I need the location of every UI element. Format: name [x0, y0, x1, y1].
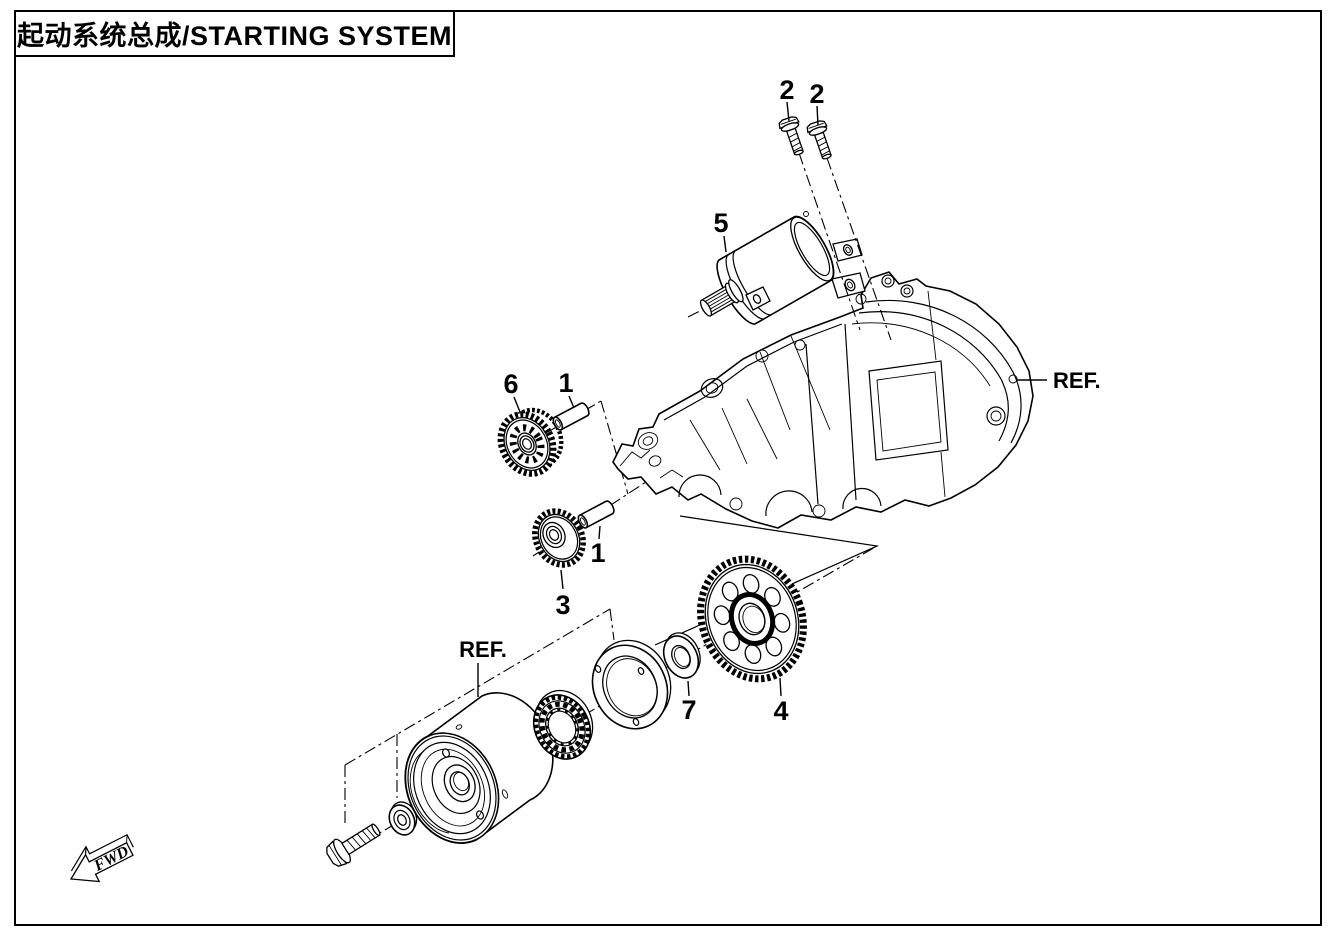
callout-1-lower: 1 — [590, 538, 605, 568]
callout-labels: 2 2 5 6 1 3 1 7 4 REF. REF. — [459, 75, 1101, 726]
flywheel-rotor-drawing — [404, 692, 554, 844]
drive-gear-drawing — [532, 508, 586, 568]
callout-2-right: 2 — [809, 79, 824, 109]
callout-5: 5 — [713, 208, 728, 238]
callout-4: 4 — [773, 696, 788, 726]
crankcase-ref-drawing — [612, 271, 1034, 529]
thrust-washer-drawing — [662, 632, 701, 679]
fwd-label: FWD — [91, 843, 132, 875]
callout-2-left: 2 — [779, 75, 794, 105]
starter-bolt-axes — [798, 152, 892, 341]
starter-bolt-right-drawing — [806, 120, 832, 160]
starter-clutch-gear-drawing — [697, 555, 807, 683]
title-box: 起动系统总成/STARTING SYSTEM — [14, 10, 455, 57]
fwd-direction-arrow: FWD — [69, 833, 134, 883]
starter-bolt-left-drawing — [778, 116, 804, 156]
rotor-bolt-drawing — [326, 823, 381, 867]
ring-plate-drawing — [591, 639, 672, 730]
callout-1-upper: 1 — [558, 368, 573, 398]
idler-gear-pin-drawing — [552, 402, 590, 431]
ref-label-crankcase: REF. — [1053, 368, 1101, 393]
callout-leader-lines — [477, 101, 1047, 697]
page-title: 起动系统总成/STARTING SYSTEM — [16, 21, 452, 51]
starter-motor — [699, 211, 866, 325]
drive-gear-pin-drawing — [577, 500, 615, 529]
callout-7: 7 — [681, 695, 696, 725]
idler-gear-drawing — [497, 407, 564, 477]
page-border — [14, 10, 1322, 926]
one-way-clutch-drawing — [532, 689, 594, 760]
ref-label-flywheel: REF. — [459, 637, 507, 662]
callout-6: 6 — [503, 369, 518, 399]
callout-3: 3 — [555, 590, 570, 620]
